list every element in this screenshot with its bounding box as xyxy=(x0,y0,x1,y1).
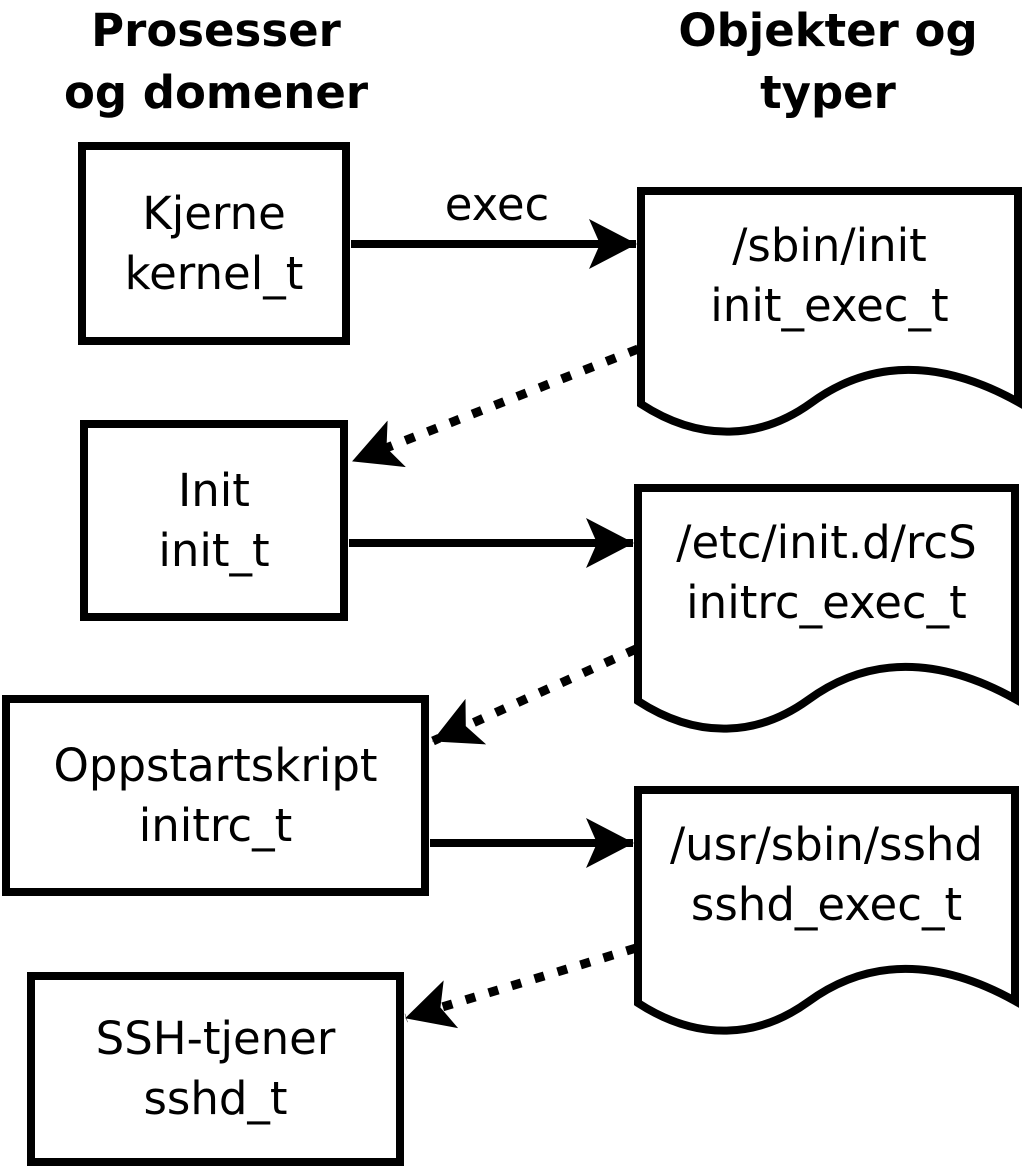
exec-arrow-label: exec xyxy=(444,178,550,231)
column-header-objects-line2: typer xyxy=(760,66,896,119)
process-name: Init xyxy=(178,463,250,517)
process-domain-type: sshd_t xyxy=(143,1072,288,1125)
process-domain-type: initrc_t xyxy=(138,798,293,852)
process-box-kjerne: Kjerne kernel_t xyxy=(78,142,350,345)
object-path: /sbin/init xyxy=(732,219,927,272)
transition-arrow-to-init-t xyxy=(351,344,640,468)
column-header-processes-line2: og domener xyxy=(63,66,369,119)
process-name: SSH-tjener xyxy=(95,1012,336,1065)
process-box-ssh-tjener: SSH-tjener sshd_t xyxy=(27,972,404,1166)
process-box-oppstartskript: Oppstartskript initrc_t xyxy=(2,695,429,896)
column-header-processes: Prosesser og domener xyxy=(0,0,432,124)
transition-arrow-to-initrc-t xyxy=(431,644,638,746)
object-type: sshd_exec_t xyxy=(690,878,963,931)
object-path: /etc/init.d/rcS xyxy=(676,516,977,569)
column-header-objects: Objekter og typer xyxy=(612,0,1024,124)
object-doc-usr-sbin-sshd: /usr/sbin/sshd sshd_exec_t xyxy=(638,795,1015,955)
document-shape-etc-initd-rcs xyxy=(634,484,1019,733)
object-doc-etc-initd-rcs: /etc/init.d/rcS initrc_exec_t xyxy=(638,493,1015,653)
object-type: initrc_exec_t xyxy=(686,576,967,629)
process-name: Kjerne xyxy=(142,186,286,240)
process-domain-type: kernel_t xyxy=(124,246,304,300)
document-shape-usr-sbin-sshd xyxy=(634,786,1019,1035)
transition-arrow-to-sshd-t xyxy=(404,943,638,1029)
object-path: /usr/sbin/sshd xyxy=(670,818,983,871)
process-name: Oppstartskript xyxy=(53,738,378,792)
column-header-processes-line1: Prosesser xyxy=(91,4,341,57)
object-type: init_exec_t xyxy=(710,279,949,332)
object-doc-sbin-init: /sbin/init init_exec_t xyxy=(641,196,1018,356)
column-header-objects-line1: Objekter og xyxy=(678,4,978,57)
document-shape-sbin-init xyxy=(637,187,1022,436)
process-box-init: Init init_t xyxy=(80,420,348,621)
process-domain-type: init_t xyxy=(158,523,270,577)
